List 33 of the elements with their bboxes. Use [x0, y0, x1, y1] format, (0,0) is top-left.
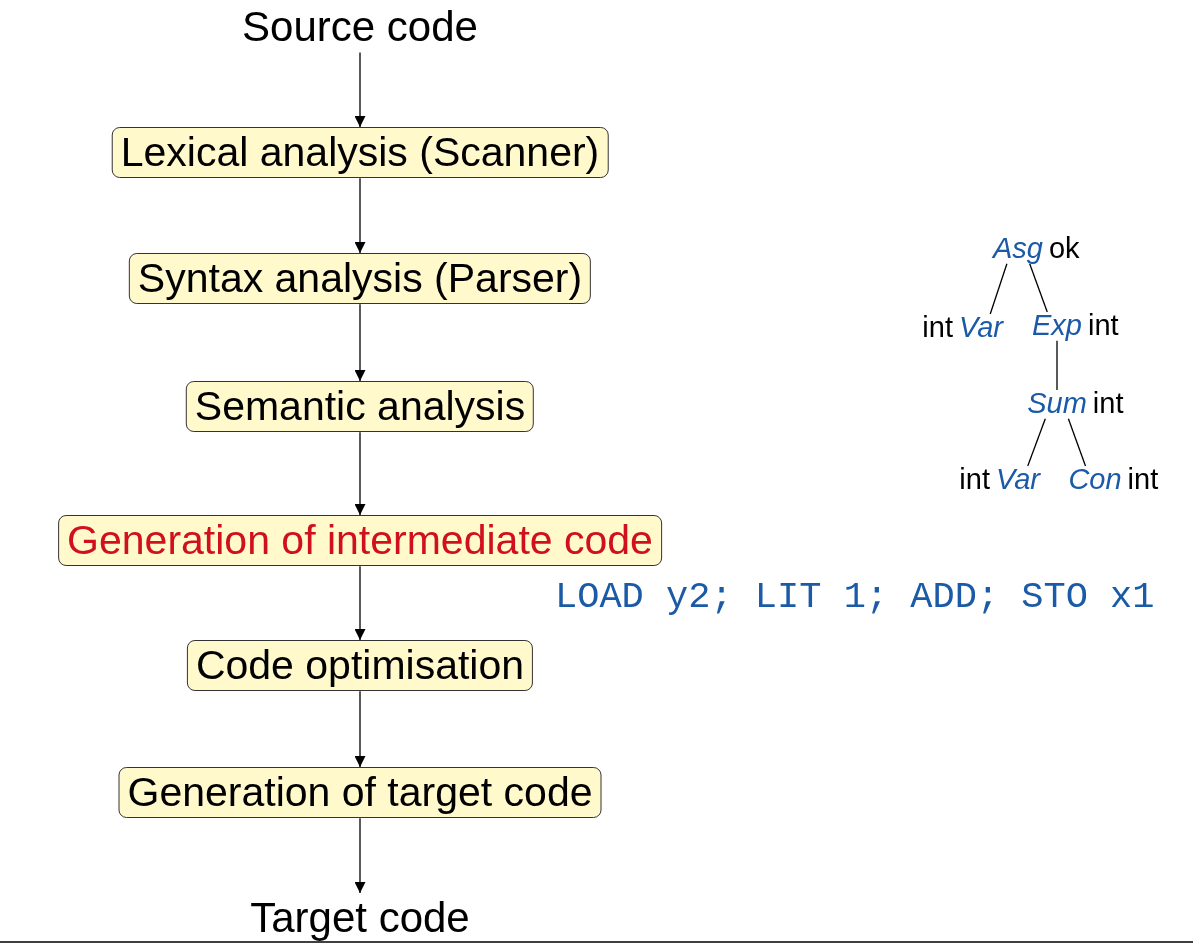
process-box: Semantic analysis [185, 381, 535, 433]
tree-branch-line [1027, 418, 1046, 467]
type-annotation: int [922, 310, 953, 345]
tree-branch-line [1029, 263, 1048, 313]
tree-node-label: Exp [1032, 308, 1082, 343]
type-annotation: int [959, 462, 990, 497]
arrow [354, 690, 366, 768]
type-annotation: ok [1049, 231, 1080, 266]
arrow [354, 51, 366, 128]
type-annotation: int [1092, 386, 1124, 421]
tree-node-label: Var [958, 310, 1004, 345]
process-box: Lexical analysis (Scanner) [111, 127, 609, 179]
process-box: Generation of intermediate code [58, 515, 662, 567]
tree-node-label: Sum [1027, 386, 1087, 421]
tree-node-label: Con [1068, 462, 1122, 497]
process-box: Generation of target code [118, 767, 602, 819]
tree-branch-line [1067, 418, 1087, 467]
tree-node-label: Asg [993, 231, 1043, 266]
type-annotation: int [1127, 462, 1159, 497]
process-box: Syntax analysis (Parser) [128, 253, 592, 305]
type-annotation: int [1088, 308, 1119, 343]
text-label: Target code [250, 893, 470, 944]
tree-branch-line [989, 263, 1008, 315]
arrow [354, 817, 366, 894]
code-text: LOAD y2; LIT 1; ADD; STO x1 [555, 576, 1155, 618]
text-label: Source code [242, 2, 478, 53]
arrow [354, 303, 366, 382]
process-box: Code optimisation [186, 640, 534, 692]
arrow [354, 565, 366, 641]
tree-branch-line [1056, 340, 1058, 391]
tree-node-label: Var [995, 462, 1041, 497]
arrow [354, 431, 366, 516]
arrow [354, 177, 366, 254]
